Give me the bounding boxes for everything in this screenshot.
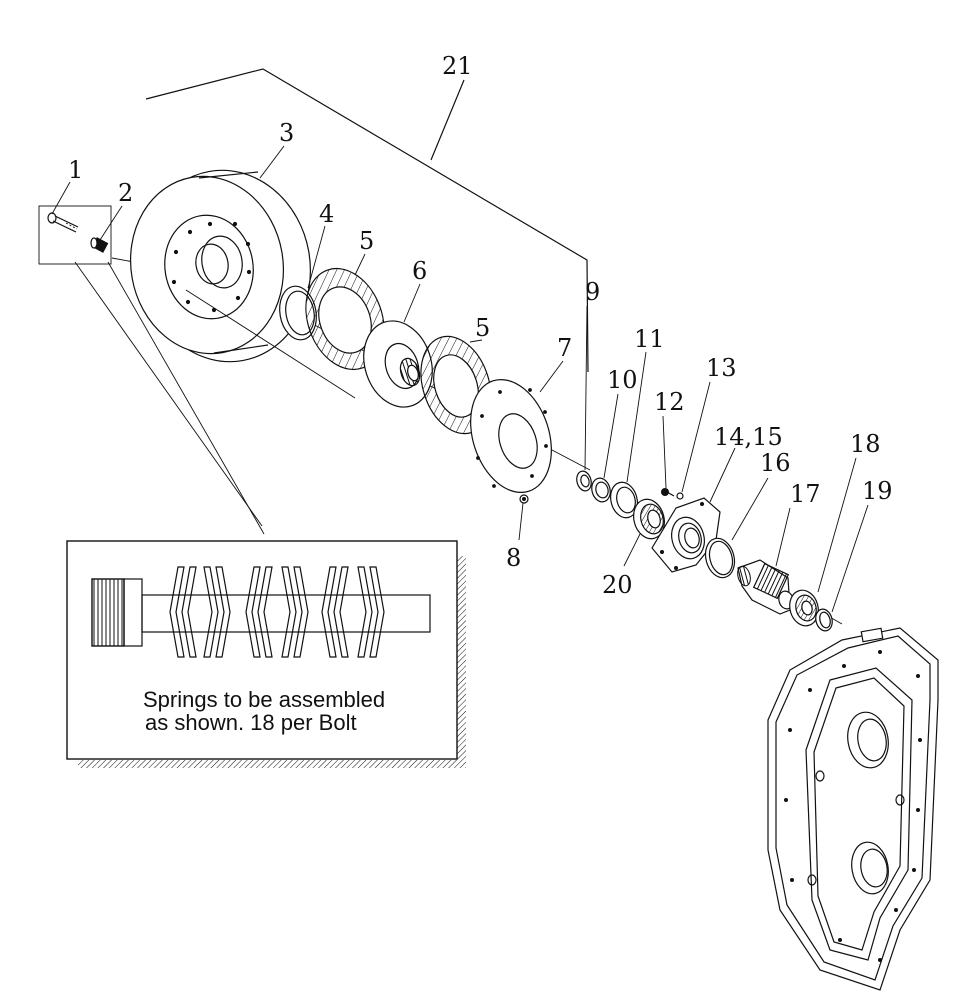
gearbox-housing [767,627,939,991]
bearing-part-18 [789,589,819,627]
callout-11: 11 [634,325,665,353]
callout-18: 18 [850,430,881,458]
o-ring-part-16 [704,537,736,579]
washer-part-10 [591,477,611,503]
spring-detail-box: Springs to be assembled as shown. 18 per… [66,540,466,768]
callout-6: 6 [412,257,427,285]
spring-note-line-2: as shown. 18 per Bolt [145,710,357,735]
nut-part-8 [519,494,529,504]
pressure-plate-part-7 [470,379,552,493]
callout-14-15: 14,15 [714,423,783,451]
snap-ring-part-19 [815,608,833,632]
bolt-part-12 [661,488,675,497]
spring-stack [169,566,385,658]
callout-21: 21 [442,52,473,80]
callout-10: 10 [607,366,638,394]
spring-bolt-illustration [91,566,431,658]
callout-2: 2 [118,179,133,207]
assembly-bracket-21 [145,68,589,373]
friction-disc-part-5a [305,267,385,371]
washer-part-13 [676,492,684,500]
callout-20: 20 [602,571,633,599]
bolt-and-nut-part-1-2 [38,205,112,265]
callout-19: 19 [862,477,893,505]
callout-3: 3 [279,119,294,147]
callout-17: 17 [790,480,821,508]
seal-part-11 [610,481,638,519]
callout-5b: 5 [475,314,490,342]
callout-7: 7 [557,334,572,362]
callout-12: 12 [654,388,685,416]
callout-8: 8 [506,544,521,572]
callout-labels: 1 2 3 4 5 6 5 7 8 9 10 11 12 13 14,15 16… [68,52,893,599]
gear-shaft-part-17 [737,559,794,615]
hub-plate-part-6 [363,320,433,408]
leader-lines [51,145,869,613]
callout-1: 1 [68,156,83,184]
callout-4: 4 [319,200,334,228]
callout-16: 16 [760,449,791,477]
callout-13: 13 [706,354,737,382]
callout-5a: 5 [359,227,374,255]
flywheel-part-3 [129,169,356,399]
spring-note-line-1: Springs to be assembled [143,687,385,712]
washer-part-9 [576,470,592,492]
callout-9: 9 [585,278,600,306]
bearing-housing-part-14-15 [651,497,721,573]
bearing-part-20 [633,498,665,540]
